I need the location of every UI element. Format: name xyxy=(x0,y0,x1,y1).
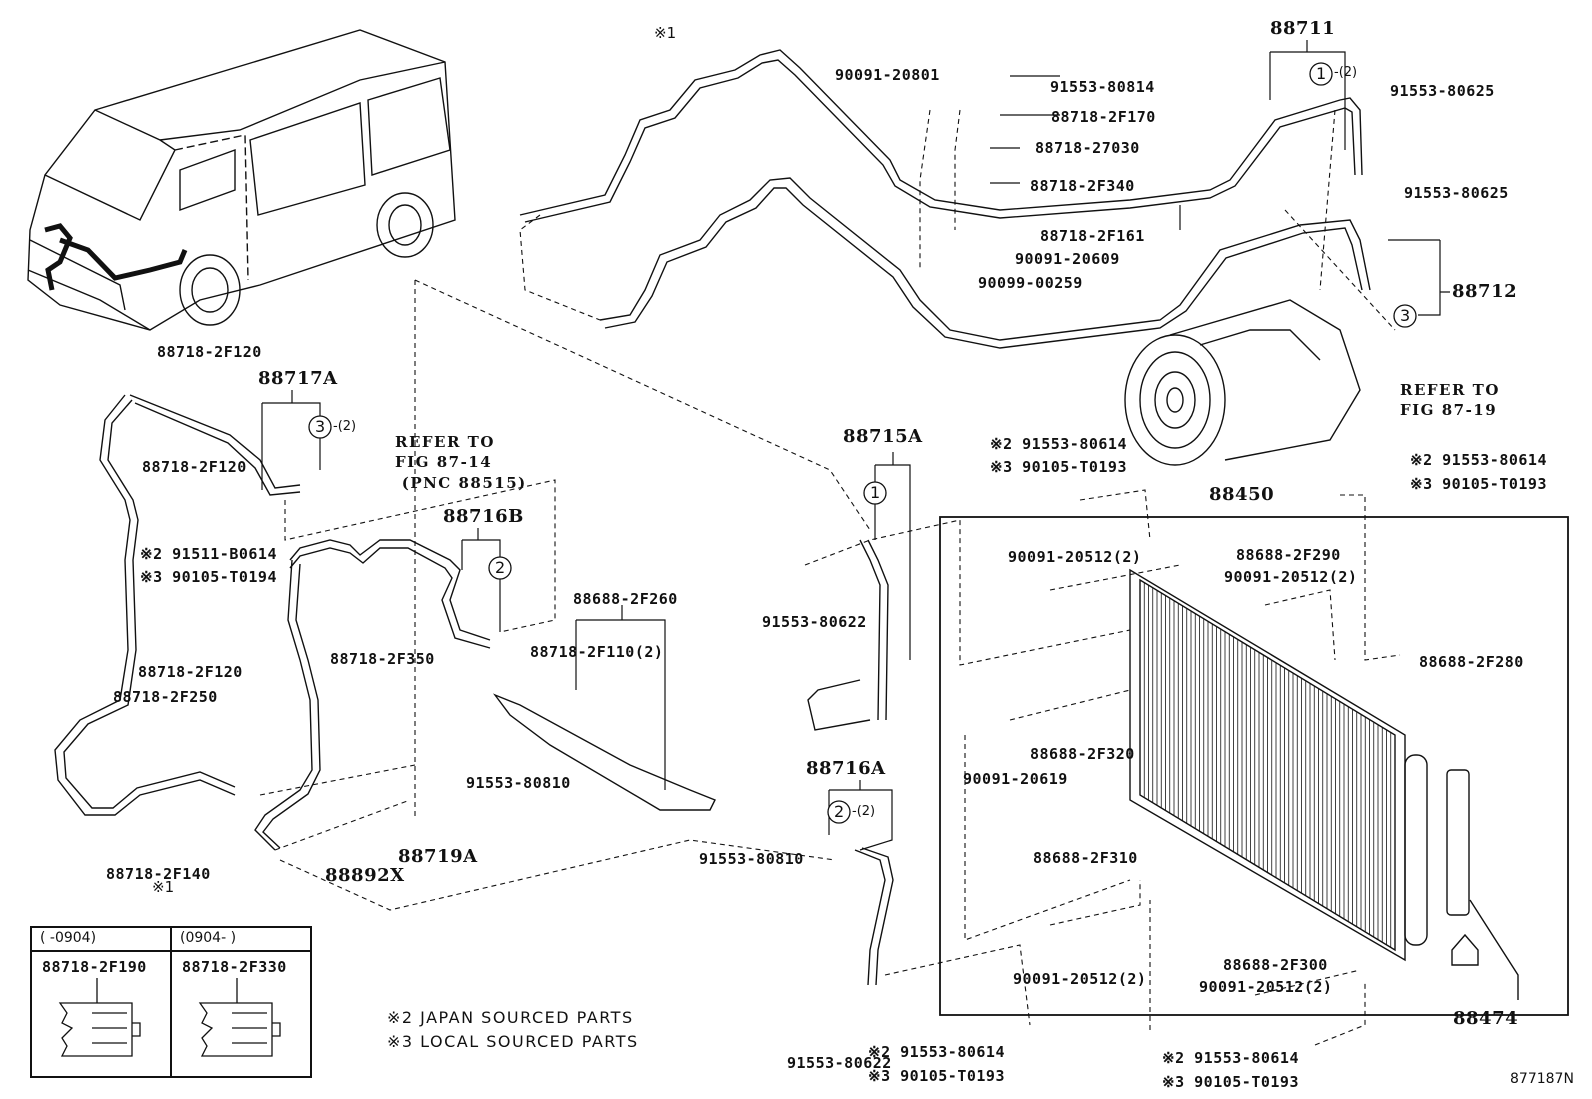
part-88718-27030[interactable]: 88718-27030 xyxy=(1035,139,1140,157)
variant-part-88718-2F190[interactable]: 88718-2F190 xyxy=(42,958,147,976)
assembly-88715A[interactable]: 88715A xyxy=(843,426,923,447)
legend-local-sourced: ※3 LOCAL SOURCED PARTS xyxy=(387,1032,639,1051)
part-90099-00259[interactable]: 90099-00259 xyxy=(978,274,1083,292)
part-88718-2F250[interactable]: 88718-2F250 xyxy=(113,688,218,706)
van-illustration xyxy=(27,29,456,331)
variant-range-early: ( -0904) xyxy=(40,930,97,946)
callout-2-mid-qty: -(2) xyxy=(852,804,876,819)
assembly-88719A[interactable]: 88719A xyxy=(398,846,478,867)
reference-fig-87-14[interactable]: REFER TO FIG 87-14 (PNC 88515) xyxy=(395,433,527,492)
callout-2-left xyxy=(488,556,512,580)
pipe-88716A xyxy=(854,847,894,986)
part-88718-2F340[interactable]: 88718-2F340 xyxy=(1030,177,1135,195)
part-88718-2F350[interactable]: 88718-2F350 xyxy=(330,650,435,668)
desiccant-88474 xyxy=(1446,769,1470,916)
part-88688-2F310[interactable]: 88688-2F310 xyxy=(1033,849,1138,867)
part-91553-80614-c[interactable]: ※2 91553-80614 xyxy=(868,1043,1005,1061)
variant-part-88718-2F330[interactable]: 88718-2F330 xyxy=(182,958,287,976)
assembly-88717A[interactable]: 88717A xyxy=(258,368,338,389)
part-88718-2F140[interactable]: 88718-2F140 xyxy=(106,865,211,883)
bracket-88688-2F260 xyxy=(492,693,716,811)
figure-id: 877187N xyxy=(1510,1071,1574,1087)
compressor xyxy=(1124,299,1361,466)
part-90091-20512-a[interactable]: 90091-20512(2) xyxy=(1008,548,1142,566)
callout-2-left-label: 2 xyxy=(495,558,506,577)
clip-88718-2F190-icon xyxy=(58,978,141,1057)
part-88688-2F290[interactable]: 88688-2F290 xyxy=(1236,546,1341,564)
part-88718-2F161[interactable]: 88718-2F161 xyxy=(1040,227,1145,245)
callout-3-left-label: 3 xyxy=(315,417,326,436)
part-90105-T0194[interactable]: ※3 90105-T0194 xyxy=(140,568,277,586)
clip-88718-2F330-icon xyxy=(198,978,281,1057)
ac-harness-highlight xyxy=(44,223,188,291)
part-91553-80810-b[interactable]: 91553-80810 xyxy=(699,850,804,868)
part-90105-T0193-a[interactable]: ※3 90105-T0193 xyxy=(990,458,1127,476)
part-90091-20619[interactable]: 90091-20619 xyxy=(963,770,1068,788)
dashed-connectors xyxy=(259,109,1401,1046)
part-90091-20512-b[interactable]: 90091-20512(2) xyxy=(1224,568,1358,586)
desiccant-plug xyxy=(1451,933,1479,966)
part-91553-80614-b[interactable]: ※2 91553-80614 xyxy=(1410,451,1547,469)
assembly-88450[interactable]: 88450 xyxy=(1209,484,1275,505)
legend-japan-sourced: ※2 JAPAN SOURCED PARTS xyxy=(387,1008,634,1027)
clip-drawings xyxy=(58,978,281,1057)
reference-fig-87-19[interactable]: REFER TO FIG 87-19 xyxy=(1400,381,1500,420)
receiver-tank xyxy=(1404,754,1428,946)
part-91553-80810-a[interactable]: 91553-80810 xyxy=(466,774,571,792)
callout-1-top xyxy=(1309,62,1333,86)
part-91553-80814[interactable]: 91553-80814 xyxy=(1050,78,1155,96)
part-91553-80622-b[interactable]: 91553-80622 xyxy=(787,1054,892,1072)
assembly-88712[interactable]: 88712 xyxy=(1452,281,1518,302)
discharge-pipe-88711 xyxy=(519,49,1363,223)
assembly-88892X[interactable]: 88892X xyxy=(325,865,405,886)
part-90091-20801[interactable]: 90091-20801 xyxy=(835,66,940,84)
condenser-fins xyxy=(1139,580,1392,948)
part-88718-2F110[interactable]: 88718-2F110(2) xyxy=(530,643,664,661)
note-mark-1-table: ※1 xyxy=(152,878,175,896)
note-mark-1-top: ※1 xyxy=(654,24,677,42)
callout-1-top-label: 1 xyxy=(1316,64,1327,83)
part-88688-2F280[interactable]: 88688-2F280 xyxy=(1419,653,1524,671)
callout-1-top-qty: -(2) xyxy=(1334,65,1358,80)
part-90105-T0193-d[interactable]: ※3 90105-T0193 xyxy=(1162,1073,1299,1091)
part-91553-80622-a[interactable]: 91553-80622 xyxy=(762,613,867,631)
variant-range-late: (0904- ) xyxy=(180,930,237,946)
part-88718-2F120-b[interactable]: 88718-2F120 xyxy=(142,458,247,476)
variant-table: ( -0904) (0904- ) 88718-2F190 88718-2F33… xyxy=(30,926,312,1078)
callout-3-top xyxy=(1393,304,1417,328)
part-88688-2F260[interactable]: 88688-2F260 xyxy=(573,590,678,608)
callout-2-mid-label: 2 xyxy=(834,802,845,821)
part-88718-2F170[interactable]: 88718-2F170 xyxy=(1051,108,1156,126)
assembly-88716B[interactable]: 88716B xyxy=(443,506,524,527)
suction-pipe-88712 xyxy=(599,177,1371,349)
callout-3-top-label: 3 xyxy=(1400,306,1411,325)
condenser-assembly-box xyxy=(939,516,1569,1016)
part-91553-80614-a[interactable]: ※2 91553-80614 xyxy=(990,435,1127,453)
part-90091-20512-c[interactable]: 90091-20512(2) xyxy=(1013,970,1147,988)
part-90105-T0193-c[interactable]: ※3 90105-T0193 xyxy=(868,1067,1005,1085)
callout-2-mid xyxy=(827,800,851,824)
part-91553-80625-b[interactable]: 91553-80625 xyxy=(1404,184,1509,202)
part-90105-T0193-b[interactable]: ※3 90105-T0193 xyxy=(1410,475,1547,493)
part-88688-2F320[interactable]: 88688-2F320 xyxy=(1030,745,1135,763)
part-91553-80614-d[interactable]: ※2 91553-80614 xyxy=(1162,1049,1299,1067)
part-90091-20609[interactable]: 90091-20609 xyxy=(1015,250,1120,268)
assembly-88716A[interactable]: 88716A xyxy=(806,758,886,779)
callout-1-mid-label: 1 xyxy=(870,483,881,502)
assembly-88474[interactable]: 88474 xyxy=(1453,1008,1519,1029)
part-88718-2F120-a[interactable]: 88718-2F120 xyxy=(157,343,262,361)
callout-1-mid xyxy=(863,481,887,505)
callout-3-left-qty: -(2) xyxy=(333,419,357,434)
callout-3-left xyxy=(308,415,332,439)
liquid-pipe-88717A xyxy=(54,394,301,816)
part-90091-20512-d[interactable]: 90091-20512(2) xyxy=(1199,978,1333,996)
part-91553-80625-a[interactable]: 91553-80625 xyxy=(1390,82,1495,100)
assembly-88711[interactable]: 88711 xyxy=(1270,18,1336,39)
part-91511-B0614[interactable]: ※2 91511-B0614 xyxy=(140,545,277,563)
liquid-pipe-88716B xyxy=(254,539,491,851)
part-88718-2F120-c[interactable]: 88718-2F120 xyxy=(138,663,243,681)
variant-table-divider xyxy=(170,928,172,1076)
part-88688-2F300[interactable]: 88688-2F300 xyxy=(1223,956,1328,974)
pipe-88715A xyxy=(807,539,889,731)
